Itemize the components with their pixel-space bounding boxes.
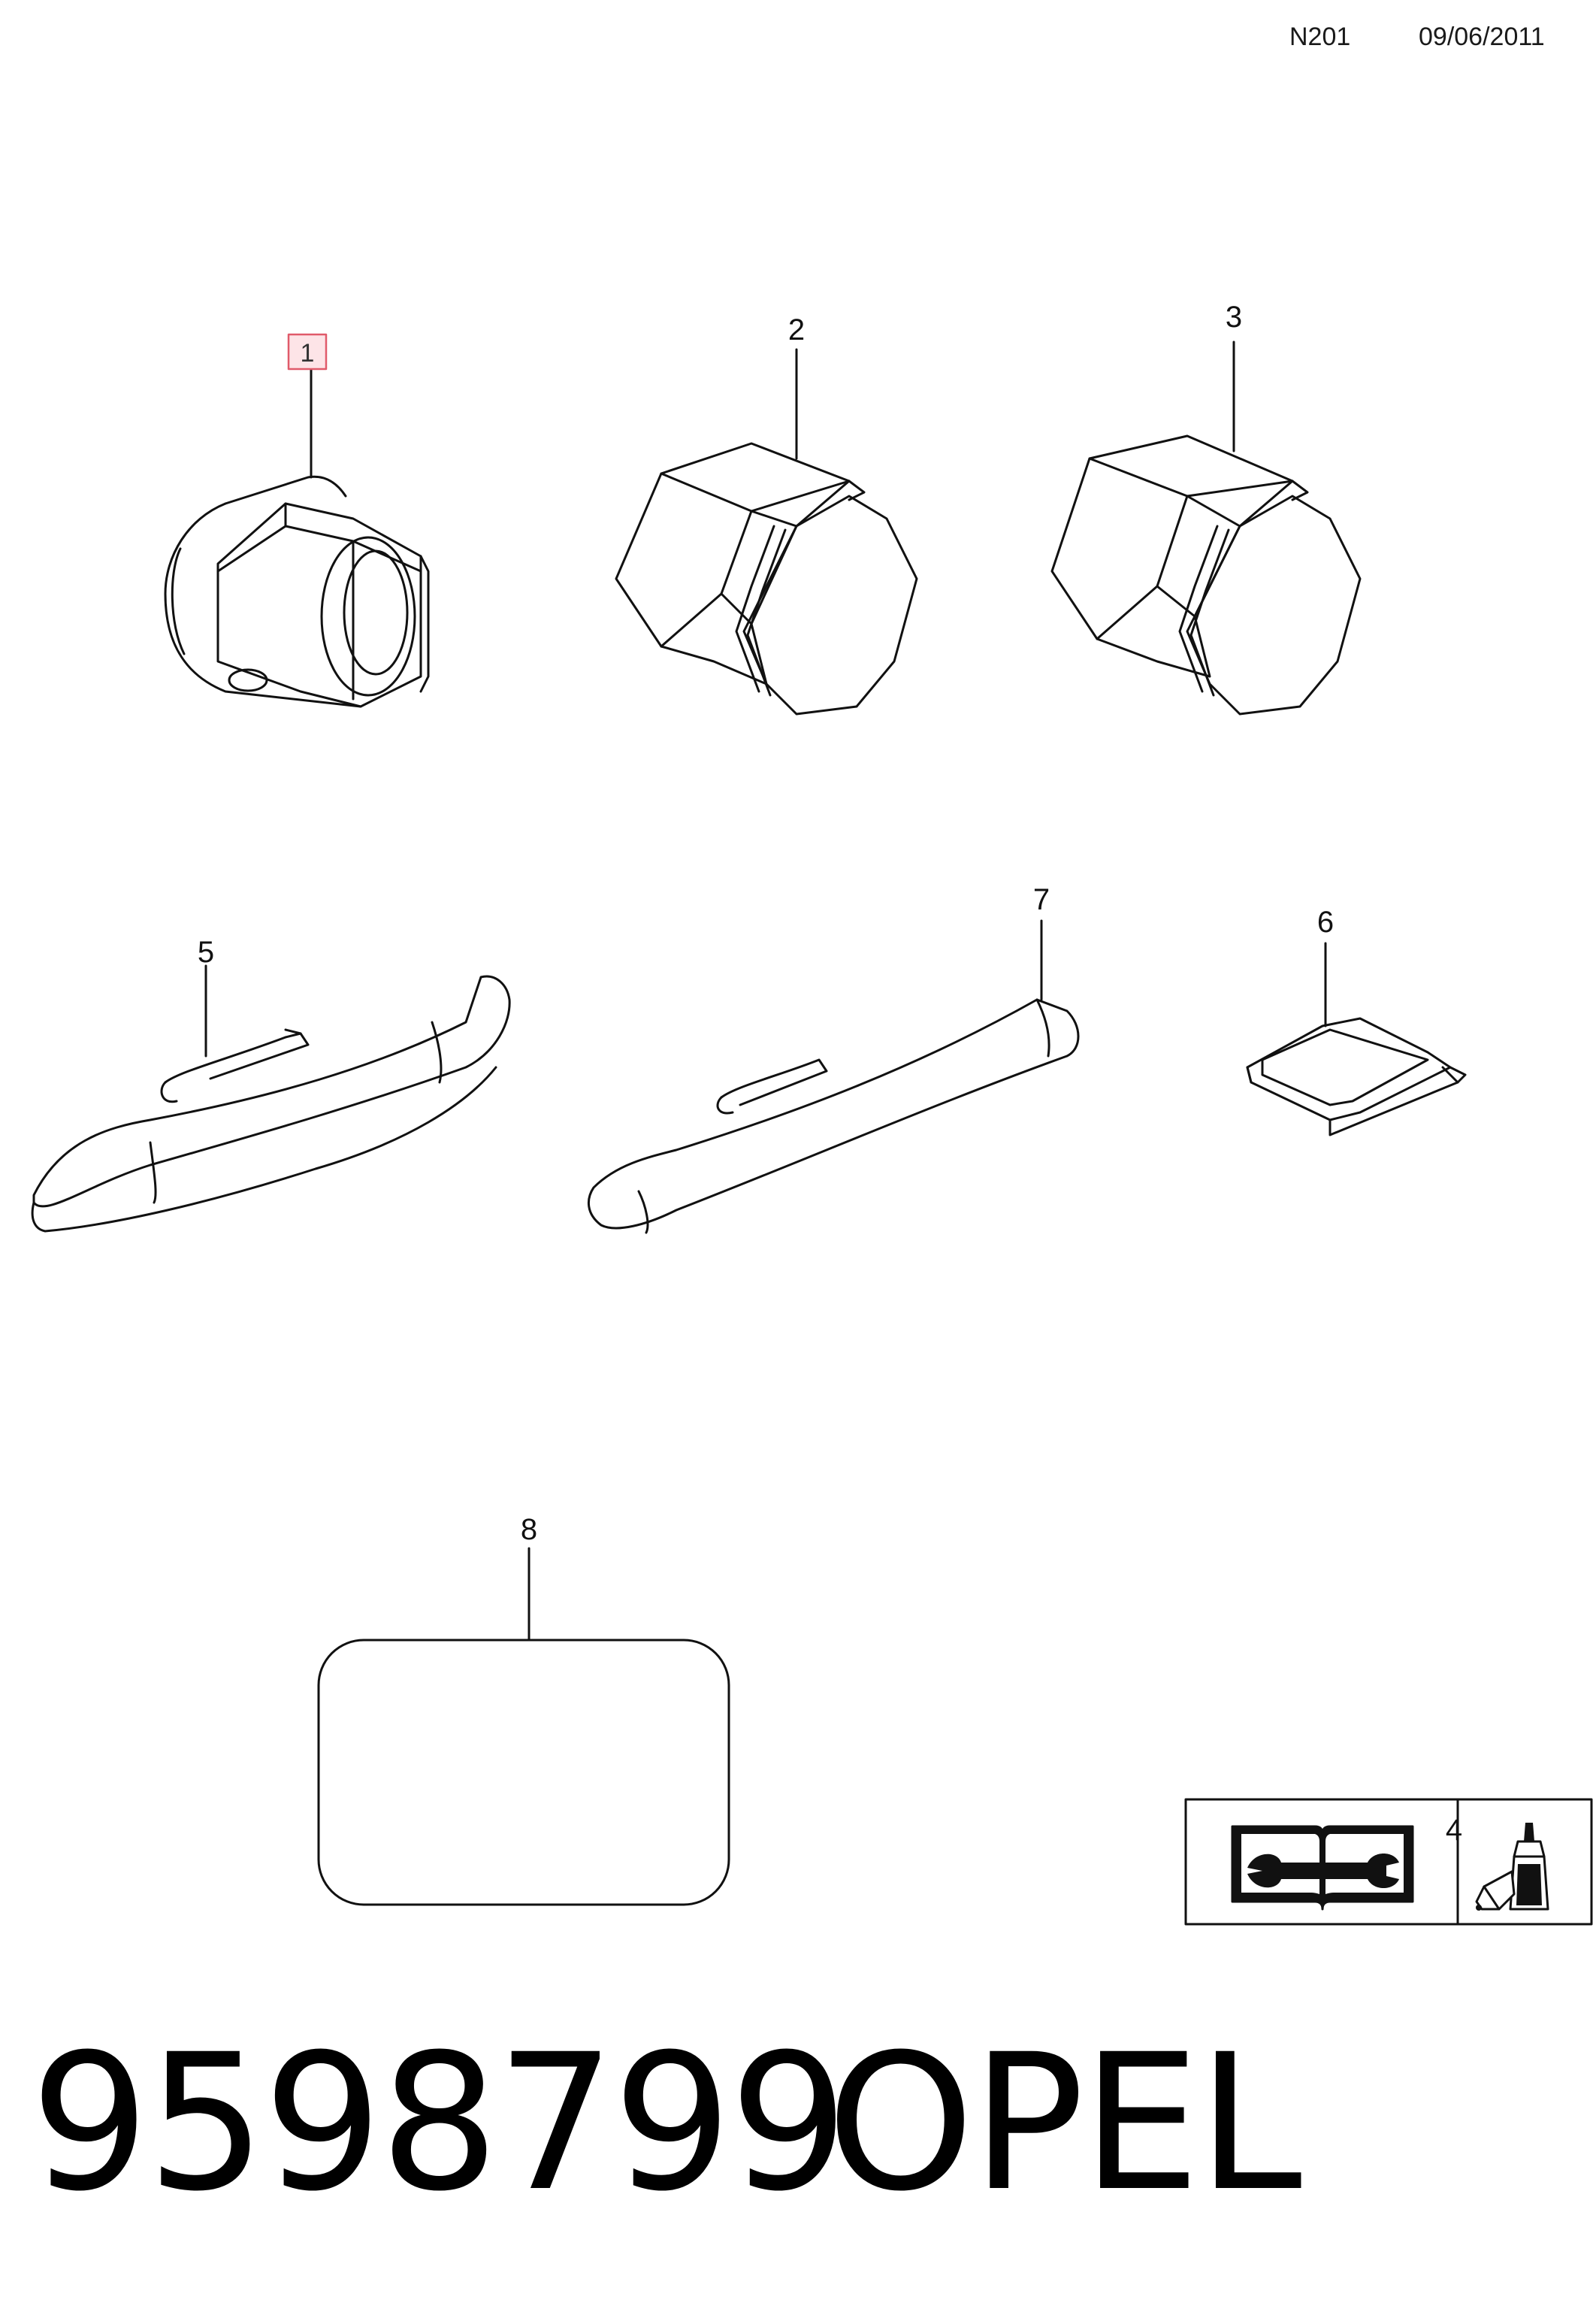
brand-name: OPEL (827, 2014, 1302, 2232)
callout-8-label: 8 (521, 1513, 537, 1546)
callout-4-label: 4 (1446, 1814, 1462, 1847)
balance-weight-clip-part-5[interactable] (31, 975, 511, 1233)
callout-7-label: 7 (1033, 883, 1050, 916)
wheel-nut-part[interactable] (164, 475, 430, 708)
callout-1-highlight[interactable] (287, 333, 328, 371)
callout-3-label: 3 (1226, 301, 1242, 334)
callout-5-label: 5 (198, 936, 214, 969)
callout-2-label: 2 (788, 313, 805, 347)
nut-cap-part-2[interactable] (615, 442, 918, 716)
callout-1-label: 1 (301, 339, 315, 368)
legend-box (1184, 1798, 1593, 1926)
repair-manual-book-icon (1231, 1825, 1414, 1911)
diagram-date: 09/06/2011 (1419, 23, 1545, 51)
diagram-code: N201 (1289, 23, 1351, 51)
adhesive-bottle-icon (1475, 1823, 1549, 1911)
adhesive-weight-part-6[interactable] (1246, 1017, 1467, 1136)
nut-cap-part-3[interactable] (1050, 434, 1362, 716)
label-part-8[interactable] (317, 1639, 730, 1906)
callout-6-label: 6 (1317, 906, 1334, 939)
part-number: 9598799 (30, 2014, 848, 2232)
balance-weight-clip-part-7[interactable] (587, 998, 1080, 1234)
